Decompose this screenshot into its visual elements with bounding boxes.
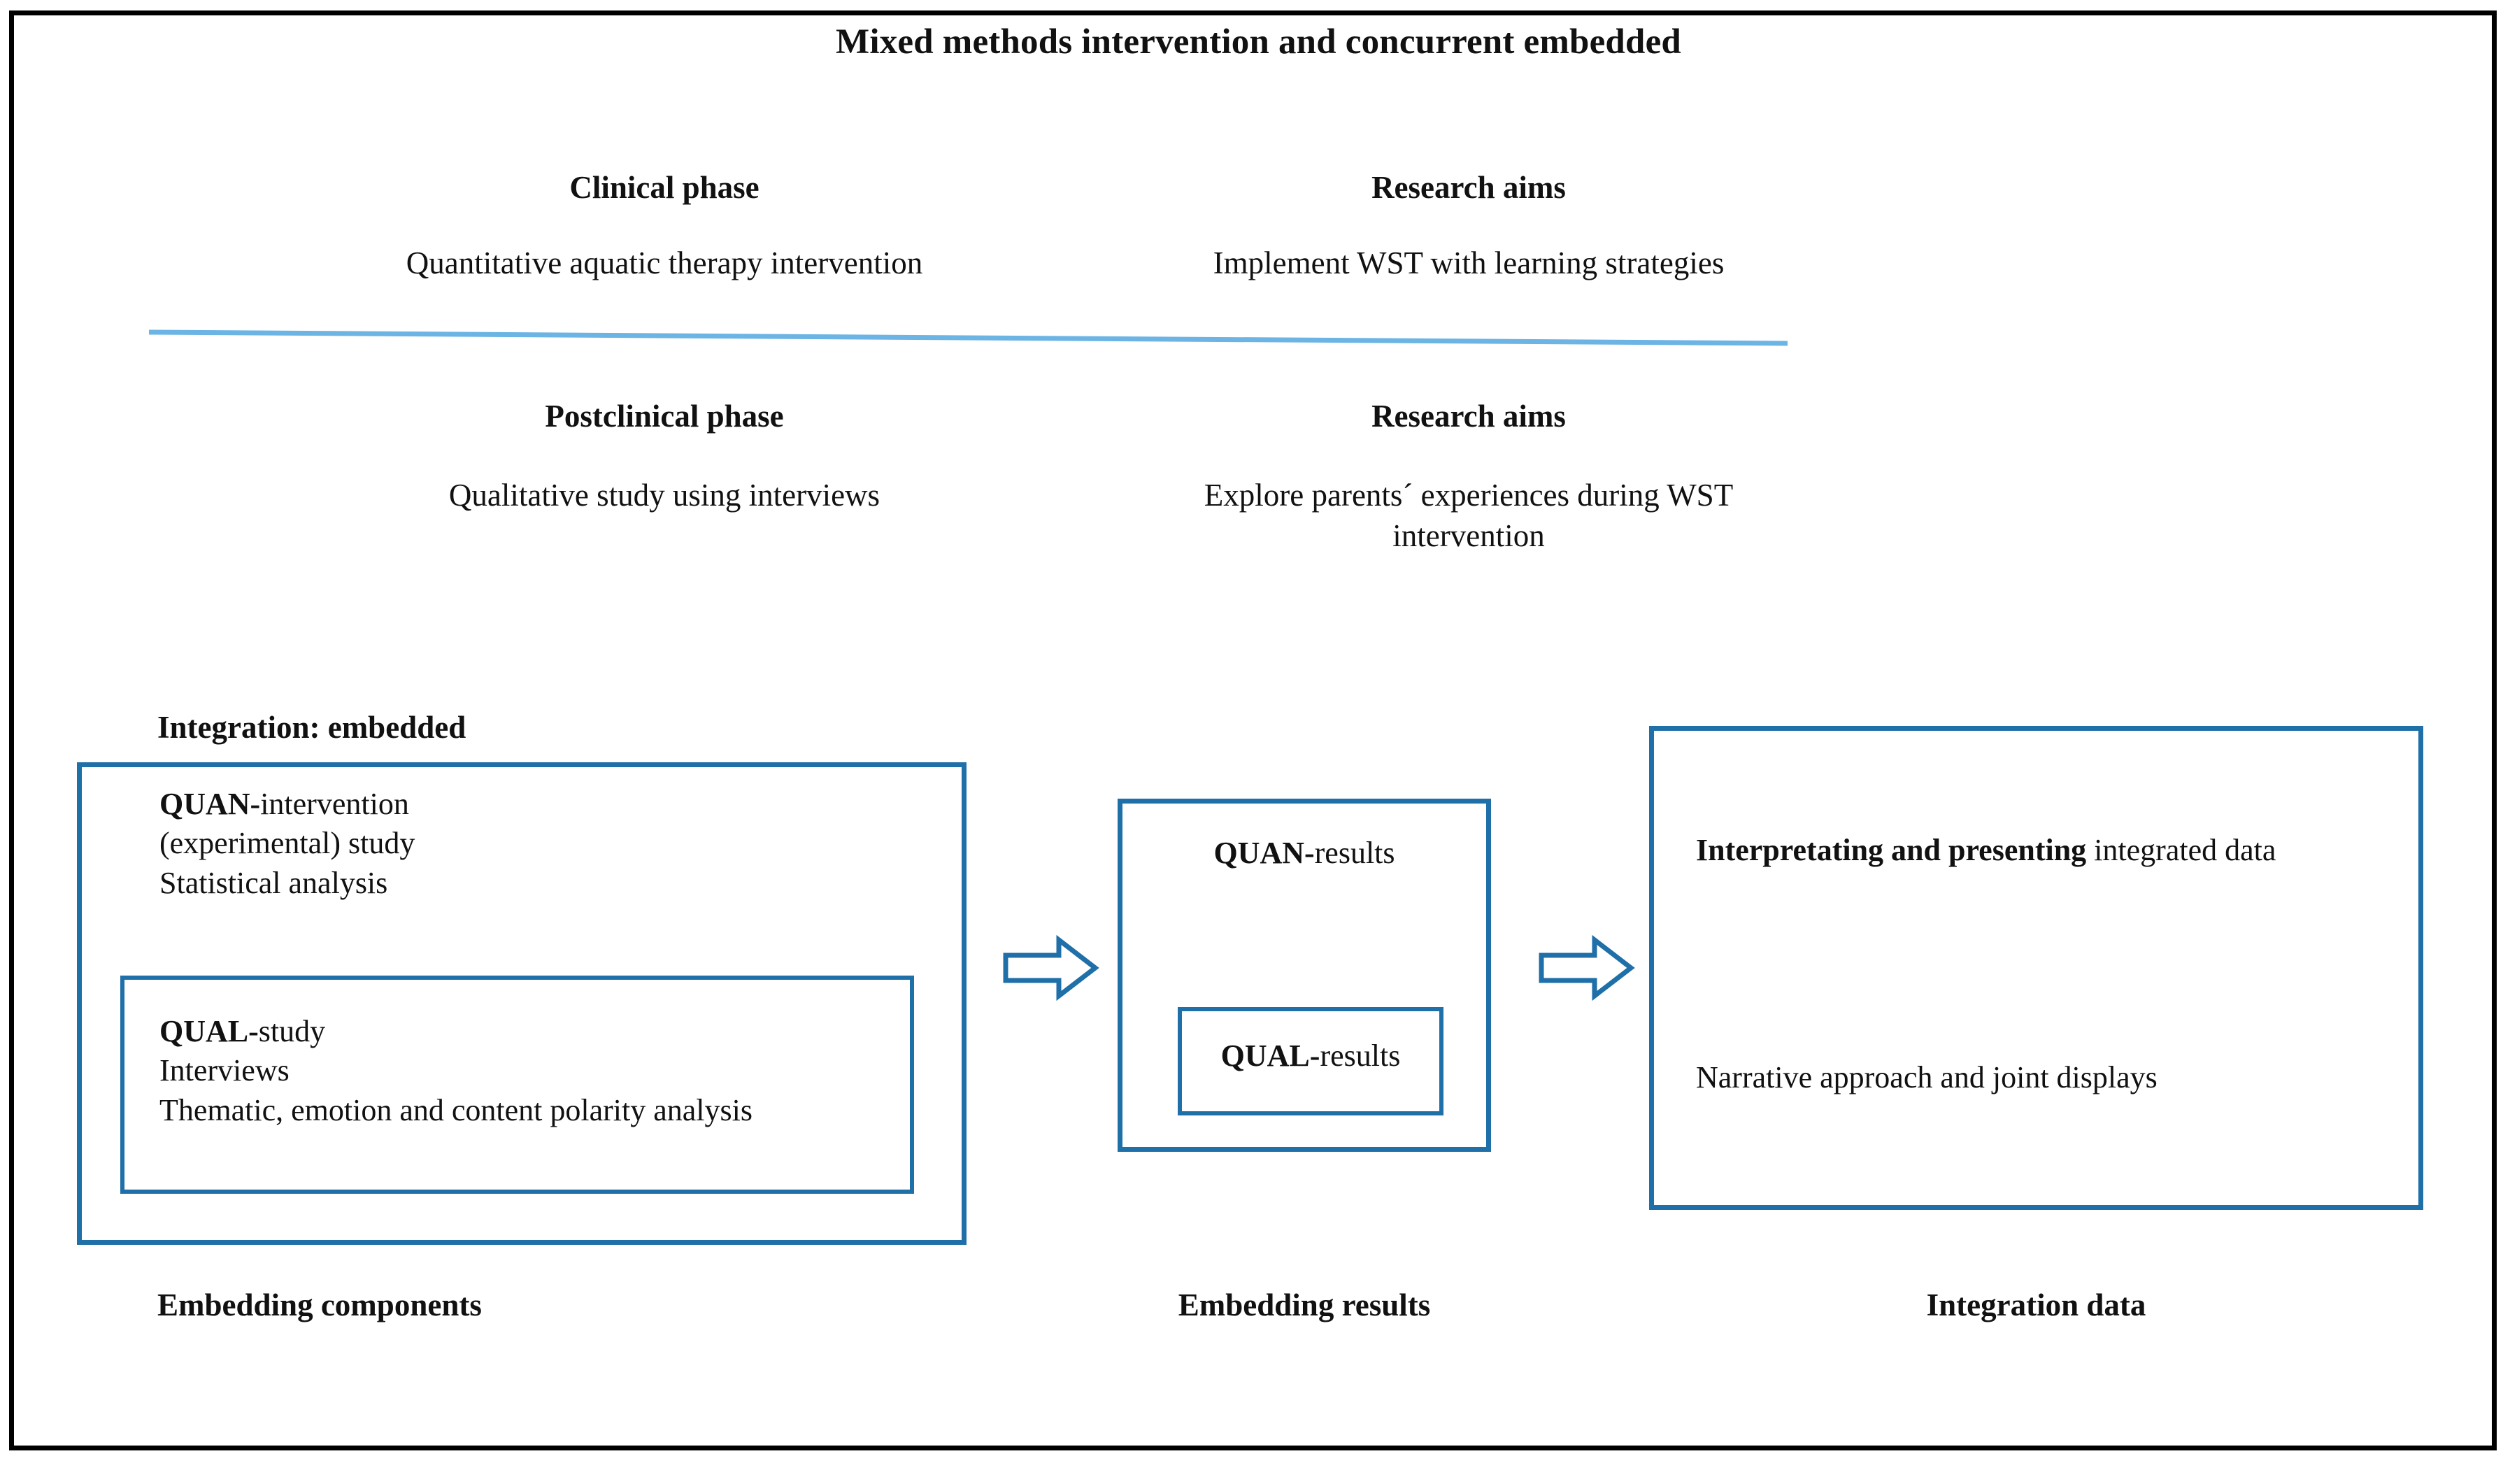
qual-study-box [120, 976, 914, 1194]
research-aims-clinical-heading: Research aims [1371, 170, 1566, 205]
qual-study-emphasis: QUAL- [159, 1014, 259, 1048]
qual-results-box [1178, 1007, 1443, 1115]
narrative-approach-text: Narrative approach and joint displays [1696, 1060, 2158, 1094]
research-aims-postclinical-description: Explore parents´ experiences during WST … [1204, 478, 1741, 553]
right-arrow-icon [1003, 934, 1099, 1001]
caption-embedding-components: Embedding components [157, 1287, 482, 1322]
qual-study-rest: study [258, 1014, 326, 1048]
quan-results-rest: results [1314, 836, 1395, 870]
integration-embedded-label: Integration: embedded [157, 710, 466, 745]
interpreting-rest: integrated data [2086, 833, 2276, 867]
quan-intervention-rest: intervention [260, 787, 409, 821]
caption-embedding-results: Embedding results [1178, 1287, 1431, 1322]
page-title: Mixed methods intervention and concurren… [836, 22, 1681, 62]
integration-data-box [1649, 726, 2423, 1210]
clinical-phase-description: Quantitative aquatic therapy interventio… [406, 245, 923, 280]
quan-intervention-line3: Statistical analysis [159, 865, 388, 900]
phase-divider-line [148, 329, 1788, 346]
quan-intervention-emphasis: QUAN- [159, 787, 261, 821]
qual-results-text: QUAL-results [1178, 1036, 1443, 1076]
research-aims-postclinical-heading: Research aims [1371, 399, 1566, 434]
interpreting-emphasis: Interpretating and presenting [1696, 833, 2087, 867]
right-arrow-icon [1539, 934, 1635, 1001]
research-aims-clinical-description: Implement WST with learning strategies [1213, 245, 1725, 280]
quan-results-text: QUAN-results [1118, 834, 1491, 873]
caption-integration-data: Integration data [1926, 1287, 2146, 1322]
clinical-phase-heading: Clinical phase [569, 170, 760, 205]
quan-intervention-line2: (experimental) study [159, 826, 415, 861]
qual-study-line3: Thematic, emotion and content polarity a… [159, 1092, 753, 1127]
quan-results-emphasis: QUAN- [1213, 836, 1315, 870]
qual-results-rest: results [1320, 1039, 1401, 1073]
postclinical-phase-heading: Postclinical phase [545, 399, 784, 434]
qual-study-line2: Interviews [159, 1053, 290, 1088]
qual-results-emphasis: QUAL- [1220, 1039, 1320, 1073]
interpreting-presenting-text: Interpretating and presenting integrated… [1696, 831, 2423, 870]
postclinical-phase-description: Qualitative study using interviews [448, 478, 880, 513]
